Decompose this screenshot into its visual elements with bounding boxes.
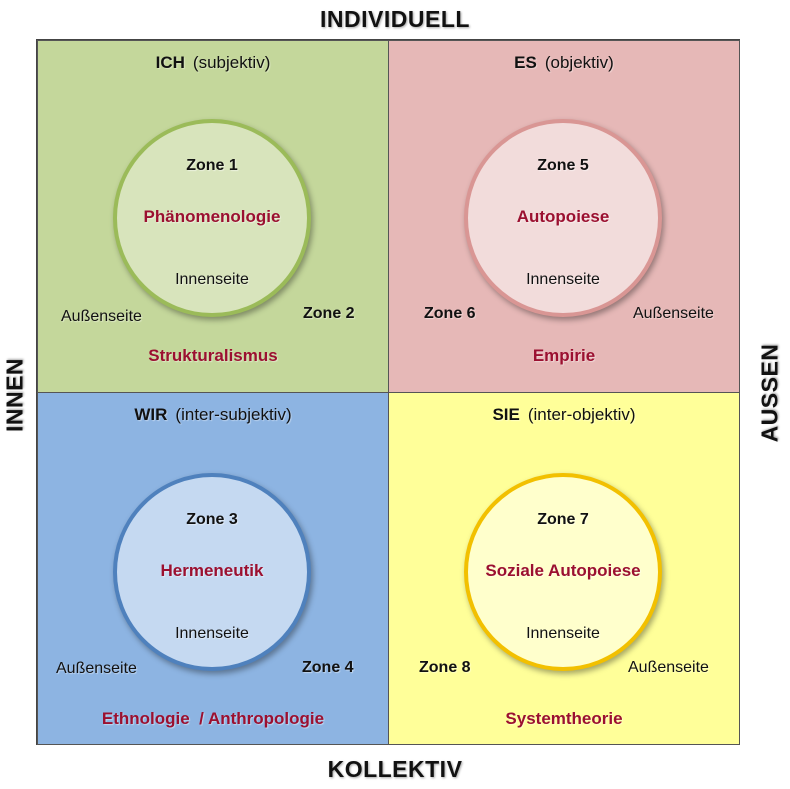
outer-side-label: Außenseite (633, 305, 714, 322)
quadrant-key: ES (514, 53, 537, 72)
axis-label-innen: INNEN (1, 357, 28, 433)
quadrant-qualifier: (objektiv) (544, 53, 614, 72)
quadrant-title: ES (objektiv) (389, 53, 739, 73)
quadrant-sie: SIE (inter-objektiv) Zone 7 Soziale Autop… (388, 392, 740, 745)
quadrant-key: WIR (134, 405, 168, 424)
quadrant-title: SIE (inter-objektiv) (389, 405, 739, 425)
quadrant-ich: ICH (subjektiv) Zone 1 Phänomenologie Inn… (37, 40, 389, 393)
outer-zone-label: Zone 6 (424, 305, 476, 322)
axis-label-individuell: INDIVIDUELL (320, 6, 470, 32)
quadrant-grid: ICH (subjektiv) Zone 1 Phänomenologie Inn… (36, 39, 740, 745)
inner-theory-label: Phänomenologie (143, 207, 281, 226)
inner-zone-label: Zone 1 (186, 157, 238, 174)
inner-circle: Zone 1 Phänomenologie Innenseite (113, 119, 311, 317)
inner-theory-label: Hermeneutik (160, 561, 264, 580)
inner-circle: Zone 3 Hermeneutik Innenseite (113, 473, 311, 671)
inner-side-label: Innenseite (526, 625, 600, 642)
outer-theory-label: Strukturalismus (148, 346, 278, 365)
quadrant-key: ICH (155, 53, 185, 72)
inner-theory-label: Soziale Autopoiese (485, 561, 641, 580)
inner-zone-label: Zone 7 (537, 511, 589, 528)
outer-zone-label: Zone 2 (303, 305, 355, 322)
outer-theory-label: Systemtheorie (505, 709, 623, 728)
outer-side-label: Außenseite (628, 659, 709, 676)
quadrant-qualifier: (inter-subjektiv) (175, 405, 292, 424)
outer-side-label: Außenseite (56, 660, 137, 677)
quadrant-key: SIE (492, 405, 520, 424)
axis-label-aussen: AUSSEN (756, 343, 783, 443)
inner-side-label: Innenseite (175, 271, 249, 288)
inner-theory-label: Autopoiese (516, 207, 610, 226)
quadrant-title: ICH (subjektiv) (38, 53, 388, 73)
inner-side-label: Innenseite (175, 625, 249, 642)
inner-circle: Zone 5 Autopoiese Innenseite (464, 119, 662, 317)
inner-circle: Zone 7 Soziale Autopoiese Innenseite (464, 473, 662, 671)
outer-side-label: Außenseite (61, 308, 142, 325)
quadrant-qualifier: (subjektiv) (192, 53, 271, 72)
outer-zone-label: Zone 8 (419, 659, 471, 676)
quadrant-title: WIR (inter-subjektiv) (38, 405, 388, 425)
outer-zone-label: Zone 4 (302, 659, 354, 676)
quadrant-qualifier: (inter-objektiv) (527, 405, 636, 424)
inner-zone-label: Zone 3 (186, 511, 238, 528)
inner-zone-label: Zone 5 (537, 157, 589, 174)
axis-label-kollektiv: KOLLEKTIV (327, 756, 463, 782)
outer-theory-label: Empirie (532, 346, 596, 365)
quadrant-es: ES (objektiv) Zone 5 Autopoiese Innenseit… (388, 40, 740, 393)
inner-side-label: Innenseite (526, 271, 600, 288)
quadrant-wir: WIR (inter-subjektiv) Zone 3 Hermeneutik … (37, 392, 389, 745)
outer-theory-label: Ethnologie / Anthropologie (101, 709, 325, 728)
